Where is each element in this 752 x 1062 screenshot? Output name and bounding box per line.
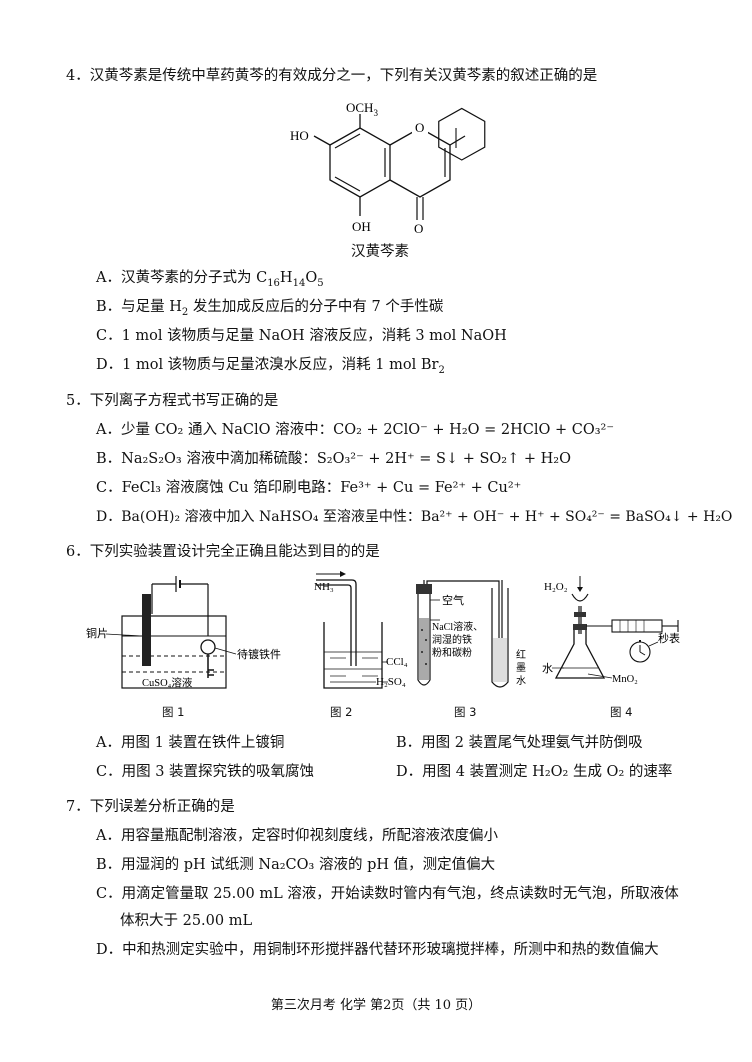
figure-4-reaction-rate: H₂O₂ 秒表 水 MnO₂ xyxy=(542,576,680,685)
q5-option-c: C．FeCl₃ 溶液腐蚀 Cu 箔印刷电路：Fe³⁺ + Cu = Fe²⁺ +… xyxy=(96,480,522,496)
q6-stem: 6．下列实验装置设计完全正确且能达到目的的是 xyxy=(66,542,380,562)
figure-1-electroplating: 铜片 待镀铁件 CuSO₄溶液 xyxy=(86,576,281,689)
fig3-ink-label-2: 墨 xyxy=(516,662,526,674)
q6-stem-text: 下列实验装置设计完全正确且能达到目的的是 xyxy=(89,544,380,560)
fig1-caption: 图 1 xyxy=(162,705,185,719)
q6-option-d: D．用图 4 装置测定 H₂O₂ 生成 O₂ 的速率 xyxy=(396,764,673,780)
q6-option-b: B．用图 2 装置尾气处理氨气并防倒吸 xyxy=(396,735,643,751)
fig3-ink-label-1: 红 xyxy=(516,648,526,661)
q7-stem-text: 下列误差分析正确的是 xyxy=(89,799,235,815)
fig2-ccl4-label: CCl₄ xyxy=(386,656,408,668)
fig4-caption: 图 4 xyxy=(610,705,633,719)
q5-stem: 5．下列离子方程式书写正确的是 xyxy=(66,391,278,411)
q5-option-a: A．少量 CO₂ 通入 NaClO 溶液中：CO₂ + 2ClO⁻ + H₂O … xyxy=(96,422,615,438)
page-footer: 第三次月考 化学 第2页（共 10 页） xyxy=(270,998,482,1013)
label-och3: OCH3 xyxy=(346,100,378,118)
q7-number: 7． xyxy=(66,799,90,815)
q7-option-b: B．用湿润的 pH 试纸测 Na₂CO₃ 溶液的 pH 值，测定值偏大 xyxy=(96,857,496,873)
fig4-mno2-label: MnO₂ xyxy=(612,674,638,685)
q4-number: 4． xyxy=(66,68,90,84)
q6-option-c: C．用图 3 装置探究铁的吸氧腐蚀 xyxy=(96,764,315,780)
q4-option-c: C．1 mol 该物质与足量 NaOH 溶液反应，消耗 3 mol NaOH xyxy=(96,328,507,344)
figure-3-oxygen-corrosion: 空气 NaCl溶液、 润湿的铁 粉和碳粉 红 墨 水 xyxy=(416,580,526,688)
fig4-h2o2-label: H₂O₂ xyxy=(544,581,568,593)
q4-stem-text: 汉黄芩素是传统中草药黄芩的有效成分之一，下列有关汉黄芩素的叙述正确的是 xyxy=(89,68,598,84)
q6-number: 6． xyxy=(66,544,90,560)
q7-option-a: A．用容量瓶配制溶液，定容时仰视刻度线，所配溶液浓度偏小 xyxy=(96,828,498,844)
fig1-iron-label: 待镀铁件 xyxy=(237,647,281,661)
fig3-mix-label-3: 粉和碳粉 xyxy=(432,646,472,659)
fig3-air-label: 空气 xyxy=(442,593,464,607)
fig1-solution-label: CuSO₄溶液 xyxy=(142,676,193,689)
label-oh: OH xyxy=(352,219,371,234)
fig4-stopwatch-label: 秒表 xyxy=(658,631,680,645)
label-ho: HO xyxy=(290,128,309,143)
q7-option-c-line2: 体积大于 25.00 mL xyxy=(120,913,253,929)
fig2-nh3-label: NH₃ xyxy=(314,581,334,593)
q4-structure-caption: 汉黄芩素 xyxy=(351,244,409,260)
q4-option-b: B．与足量 H2 发生加成反应后的分子中有 7 个手性碳 xyxy=(96,299,444,318)
q4-option-d: D．1 mol 该物质与足量浓溴水反应，消耗 1 mol Br2 xyxy=(96,357,445,376)
fig4-water-label: 水 xyxy=(542,662,553,675)
q5-option-d: D．Ba(OH)₂ 溶液中加入 NaHSO₄ 至溶液呈中性：Ba²⁺ + OH⁻… xyxy=(96,509,733,525)
q7-option-c-line1: C．用滴定管量取 25.00 mL 溶液，开始读数时管内有气泡，终点读数时无气泡… xyxy=(96,886,679,902)
q4-structure-diagram: OCH3 HO OH O O xyxy=(290,100,486,236)
q4-option-a: A．汉黄芩素的分子式为 C16H14O5 xyxy=(96,270,324,289)
fig3-mix-label-1: NaCl溶液、 xyxy=(432,620,483,633)
fig3-mix-label-2: 润湿的铁 xyxy=(432,633,472,646)
label-carbonyl-o: O xyxy=(414,221,423,236)
q5-number: 5． xyxy=(66,393,90,409)
figure-2-ammonia-absorption: NH₃ CCl₄ H₂SO₄ xyxy=(314,571,408,689)
fig1-copper-label: 铜片 xyxy=(86,626,108,640)
fig3-ink-label-3: 水 xyxy=(516,675,526,687)
q5-stem-text: 下列离子方程式书写正确的是 xyxy=(89,393,279,409)
label-ring-o: O xyxy=(415,120,424,135)
q7-stem: 7．下列误差分析正确的是 xyxy=(66,797,235,817)
q7-option-d: D．中和热测定实验中，用铜制环形搅拌器代替环形玻璃搅拌棒，所测中和热的数值偏大 xyxy=(96,942,659,958)
q4-stem: 4．汉黄芩素是传统中草药黄芩的有效成分之一，下列有关汉黄芩素的叙述正确的是 xyxy=(66,66,597,86)
q6-option-a: A．用图 1 装置在铁件上镀铜 xyxy=(96,735,285,751)
fig2-acid-label: H₂SO₄ xyxy=(376,676,406,688)
fig2-caption: 图 2 xyxy=(330,705,353,719)
fig3-caption: 图 3 xyxy=(454,705,477,719)
q5-option-b: B．Na₂S₂O₃ 溶液中滴加稀硫酸：S₂O₃²⁻ + 2H⁺ = S↓ + S… xyxy=(96,451,571,467)
